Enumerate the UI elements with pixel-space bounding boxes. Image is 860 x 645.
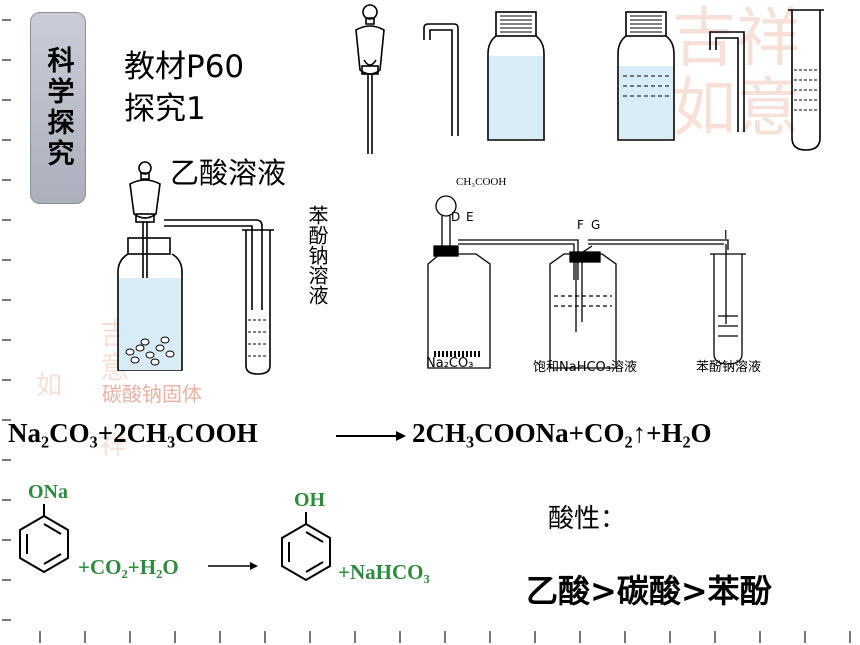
equation1-arrow — [336, 431, 406, 441]
label-e: E — [466, 210, 474, 224]
equation1-left: Na₂CO₃+2CH₃COOH — [8, 418, 258, 448]
badge-label: 科学探究 — [42, 46, 74, 170]
label-d: D — [451, 210, 461, 224]
label-nahco3-solution: 饱和NaHCO₃溶液 — [533, 360, 637, 375]
ona-group: ONa — [28, 481, 68, 503]
textbook-line2: 探究1 — [124, 91, 206, 127]
acidity-heading: 酸性： — [548, 504, 627, 534]
notebook-rings-bottom — [39, 631, 851, 643]
label-g: G — [591, 218, 601, 232]
label-ch3cooh: CH₃COOH — [456, 176, 507, 188]
equation2-arrow — [208, 562, 258, 570]
notebook-rings-left — [2, 19, 11, 621]
apparatus-parts-illustration — [355, 4, 824, 154]
byproduct-nahco3: +NaHCO₃ — [338, 560, 430, 584]
label-f: F — [577, 218, 584, 232]
benzene-ring-right — [281, 512, 331, 582]
right-three-vessel-apparatus — [427, 195, 746, 369]
decorative-seal-left-lower: 如 — [36, 371, 63, 401]
decorative-seal-left-bottom: 祥 — [100, 431, 127, 461]
benzene-ring-left — [19, 504, 69, 574]
sodium-carbonate-label: 碳酸钠固体 — [102, 382, 202, 406]
acidity-order: 乙酸>碳酸>苯酚 — [526, 572, 772, 610]
left-reaction-apparatus — [117, 161, 274, 375]
science-inquiry-badge: 科学探究 — [30, 12, 86, 204]
equation1-right: 2CH₃COONa+CO₂↑+H₂O — [412, 418, 712, 448]
decorative-seal-top-right: 吉祥如意 — [672, 2, 800, 146]
textbook-line1: 教材P60 — [124, 49, 245, 85]
reagents-co2-h2o: +CO₂+H₂O — [78, 555, 179, 579]
label-i: I — [724, 228, 728, 242]
label-na2co3: Na₂CO₃ — [426, 356, 474, 371]
oh-group: OH — [294, 489, 326, 511]
textbook-reference: 教材P60 探究1 — [124, 46, 244, 130]
acetic-acid-label: 乙酸溶液 — [170, 156, 287, 190]
phenoxide-label-vertical: 苯酚钠溶液 — [305, 205, 329, 305]
label-phenoxide-solution: 苯酚钠溶液 — [696, 360, 762, 375]
